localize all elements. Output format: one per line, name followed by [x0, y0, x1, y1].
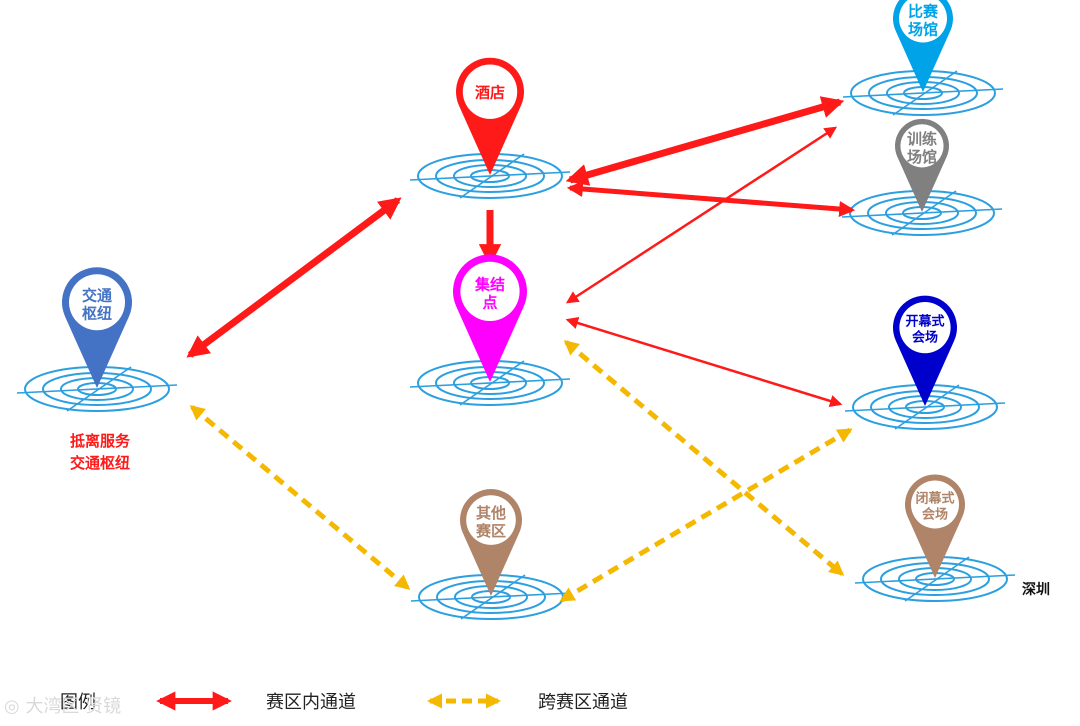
legend-yellow-label: 跨赛区通道 [538, 692, 628, 713]
legend-title: 图例 [60, 692, 96, 713]
pin-hub-label: 交通枢纽 [82, 286, 112, 322]
arrow-other-opening [559, 427, 853, 603]
pin-assembly: 集结点 [453, 254, 527, 382]
pin-hotel-label: 酒店 [475, 83, 505, 101]
pin-opening-label: 开幕式会场 [905, 314, 944, 346]
pin-hub: 交通枢纽 [61, 267, 132, 388]
watermark-logo-icon: ◎ [4, 696, 20, 717]
arrow-hotel-training [566, 181, 856, 217]
arrow-hub-hotel [186, 197, 402, 358]
pin-assembly-label: 集结点 [474, 275, 505, 311]
yellow-arrows [189, 340, 853, 603]
pin-other-label: 其他赛区 [475, 504, 506, 540]
red-arrows [186, 96, 856, 408]
arrow-assembly-opening [565, 316, 843, 408]
watermark-text: 大湾区 贤镜 [25, 696, 122, 717]
arrow-hotel-venue [565, 96, 845, 186]
pin-venue-label: 比赛场馆 [908, 3, 939, 39]
arrow-assembly-venue [565, 126, 838, 304]
location-pins: 交通枢纽 酒店 集结点 其他赛区 比赛场馆 训练场馆 开幕式会场 闭幕式会场 [61, 0, 966, 596]
pin-training: 训练场馆 [895, 118, 949, 212]
hub-caption-line1: 抵离服务 [69, 432, 130, 450]
target-hotel [409, 153, 571, 199]
arrow-hub-other [189, 405, 411, 590]
pin-venue: 比赛场馆 [893, 0, 953, 92]
watermark: ◎ 大湾区 贤镜 [4, 692, 121, 718]
pin-closing-label: 闭幕式会场 [915, 491, 954, 523]
pin-closing: 闭幕式会场 [905, 474, 966, 578]
pin-opening: 开幕式会场 [892, 295, 957, 406]
shenzhen-label: 深圳 [1022, 582, 1050, 598]
legend-red-label: 赛区内通道 [266, 692, 356, 713]
pin-hotel: 酒店 [455, 57, 524, 176]
hub-caption-line2: 交通枢纽 [69, 454, 130, 472]
pin-training-label: 训练场馆 [907, 130, 937, 166]
hub-caption: 抵离服务 交通枢纽 [40, 430, 160, 474]
pin-other: 其他赛区 [459, 489, 522, 596]
